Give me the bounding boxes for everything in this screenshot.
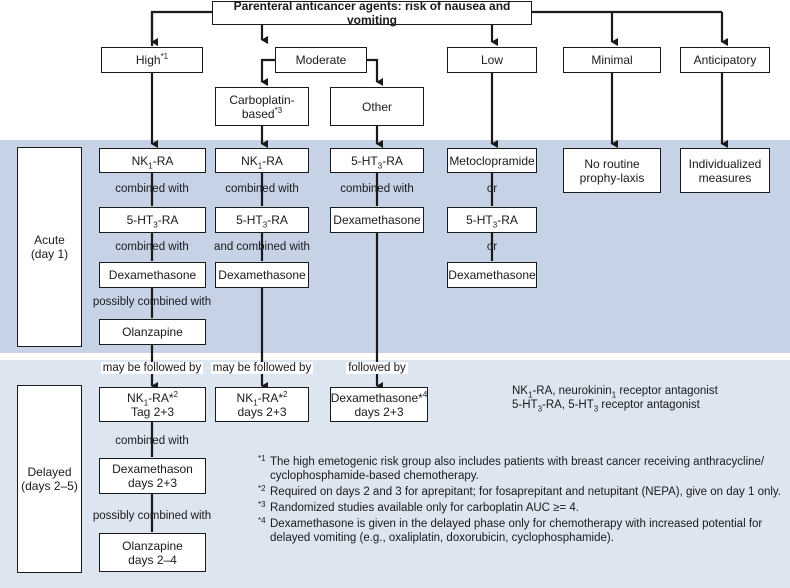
high-possibly-combined: possibly combined with bbox=[92, 296, 212, 308]
legend-nk1: NK1-RA, neurokinin1 receptor antagonist bbox=[512, 385, 718, 400]
high-delayed-olan-box: Olanzapine days 2–4 bbox=[99, 533, 206, 572]
phase-acute-days: (day 1) bbox=[30, 247, 69, 261]
high-delayed-nk1-box: NK1-RA*2 Tag 2+3 bbox=[99, 387, 206, 422]
low-or-2: or bbox=[486, 241, 498, 253]
high-delayed-dexa-text: Dexamethason bbox=[112, 462, 193, 476]
low-dexamethasone-box: Dexamethasone bbox=[447, 262, 537, 288]
high-delayed-olan-days: days 2–4 bbox=[128, 552, 177, 567]
high-dexamethasone-box: Dexamethasone bbox=[99, 262, 206, 288]
legend-5ht3: 5-HT3-RA, 5-HT3 receptor antagonist bbox=[512, 399, 700, 414]
anticipatory-individualized-text: Individualized measures bbox=[688, 156, 762, 185]
carbo-5ht3-ra-box: 5-HT3-RA bbox=[215, 207, 309, 233]
low-metoclopramide-text: Metoclopramide bbox=[449, 153, 535, 168]
other-delayed-dexa-box: Dexamethasone*4 days 2+3 bbox=[330, 387, 428, 422]
other-combined: combined with bbox=[340, 183, 414, 195]
phase-acute-label: Acute bbox=[34, 233, 65, 247]
chart-title: Parenteral anticancer agents: risk of na… bbox=[212, 0, 532, 27]
category-other: Other bbox=[330, 87, 424, 126]
chart-title-text: Parenteral anticancer agents: risk of na… bbox=[233, 0, 511, 27]
other-followed-by: followed by bbox=[346, 362, 408, 374]
low-metoclopramide-box: Metoclopramide bbox=[447, 148, 537, 173]
category-moderate-label: Moderate bbox=[295, 53, 347, 67]
category-high: High*1 bbox=[101, 47, 203, 73]
high-5ht3-ra-text: 5-HT3-RA bbox=[126, 213, 179, 230]
high-5ht3-ra-box: 5-HT3-RA bbox=[99, 207, 206, 233]
high-delayed-dexa-days: days 2+3 bbox=[127, 476, 178, 490]
category-moderate: Moderate bbox=[275, 47, 367, 73]
anticipatory-individualized-box: Individualized measures bbox=[680, 148, 770, 193]
low-or-1: or bbox=[486, 183, 498, 195]
carbo-dexamethasone-text: Dexamethasone bbox=[218, 268, 306, 282]
other-delayed-dexa-days: days 2+3 bbox=[354, 404, 404, 419]
abbreviation-legend: NK1-RA, neurokinin1 receptor antagonist … bbox=[512, 384, 718, 414]
phase-delayed: Delayed (days 2–5) bbox=[17, 385, 82, 573]
category-low: Low bbox=[447, 47, 537, 73]
high-delayed-nk1-text: NK1-RA*2 bbox=[127, 389, 178, 407]
carbo-may-be-followed: may be followed by bbox=[210, 362, 314, 374]
phase-delayed-days: (days 2–5) bbox=[21, 479, 78, 493]
minimal-no-routine-box: No routine prophy-laxis bbox=[563, 148, 661, 193]
high-dexamethasone-text: Dexamethasone bbox=[108, 268, 197, 282]
category-low-label: Low bbox=[480, 53, 503, 67]
carbo-dexamethasone-box: Dexamethasone bbox=[215, 262, 309, 288]
low-5ht3-ra-text: 5-HT3-RA bbox=[466, 213, 518, 230]
carbo-delayed-nk1-box: NK1-RA*2 days 2+3 bbox=[215, 387, 309, 422]
category-minimal: Minimal bbox=[563, 47, 661, 73]
category-other-label: Other bbox=[361, 99, 392, 114]
carbo-combined-1: combined with bbox=[225, 183, 299, 195]
high-combined-1: combined with bbox=[115, 183, 189, 195]
high-may-be-followed: may be followed by bbox=[100, 362, 204, 374]
category-high-label: High*1 bbox=[135, 52, 169, 68]
high-delayed-nk1-days: Tag 2+3 bbox=[130, 404, 175, 419]
phase-delayed-label: Delayed bbox=[27, 465, 72, 479]
low-5ht3-ra-box: 5-HT3-RA bbox=[447, 207, 537, 233]
minimal-no-routine-text: No routine prophy-laxis bbox=[579, 156, 645, 185]
category-minimal-label: Minimal bbox=[591, 53, 633, 67]
high-olanzapine-box: Olanzapine bbox=[99, 319, 206, 345]
category-anticipatory-label: Anticipatory bbox=[693, 53, 757, 67]
other-dexamethasone-text: Dexamethasone bbox=[333, 213, 421, 227]
high-delayed-olan-text: Olanzapine bbox=[122, 538, 183, 553]
high-nk1-ra-box: NK1-RA bbox=[99, 148, 206, 173]
carbo-nk1-ra-text: NK1-RA bbox=[241, 153, 283, 170]
category-carboplatin-based: Carboplatin-based*3 bbox=[215, 87, 309, 126]
phase-acute: Acute (day 1) bbox=[17, 147, 82, 347]
low-dexamethasone-text: Dexamethasone bbox=[448, 268, 536, 282]
high-nk1-ra-text: NK1-RA bbox=[131, 153, 174, 170]
high-delayed-dexa-box: Dexamethason days 2+3 bbox=[99, 458, 206, 494]
other-dexamethasone-box: Dexamethasone bbox=[330, 207, 424, 233]
other-5ht3-ra-text: 5-HT3-RA bbox=[351, 153, 403, 170]
category-anticipatory: Anticipatory bbox=[680, 47, 770, 73]
high-delayed-possibly: possibly combined with bbox=[92, 510, 212, 522]
carbo-5ht3-ra-text: 5-HT3-RA bbox=[236, 213, 288, 230]
carbo-and-combined: and combined with bbox=[214, 241, 310, 253]
other-5ht3-ra-box: 5-HT3-RA bbox=[330, 148, 424, 173]
high-delayed-combined: combined with bbox=[115, 435, 189, 447]
category-carbo-label: Carboplatin-based*3 bbox=[229, 92, 295, 121]
high-olanzapine-text: Olanzapine bbox=[122, 325, 183, 339]
other-delayed-dexa-text: Dexamethasone*4 bbox=[330, 389, 428, 405]
carbo-delayed-nk1-days: days 2+3 bbox=[237, 404, 287, 419]
carbo-delayed-nk1-text: NK1-RA*2 bbox=[236, 389, 288, 407]
high-combined-2: combined with bbox=[115, 241, 189, 253]
carbo-nk1-ra-box: NK1-RA bbox=[215, 148, 309, 173]
